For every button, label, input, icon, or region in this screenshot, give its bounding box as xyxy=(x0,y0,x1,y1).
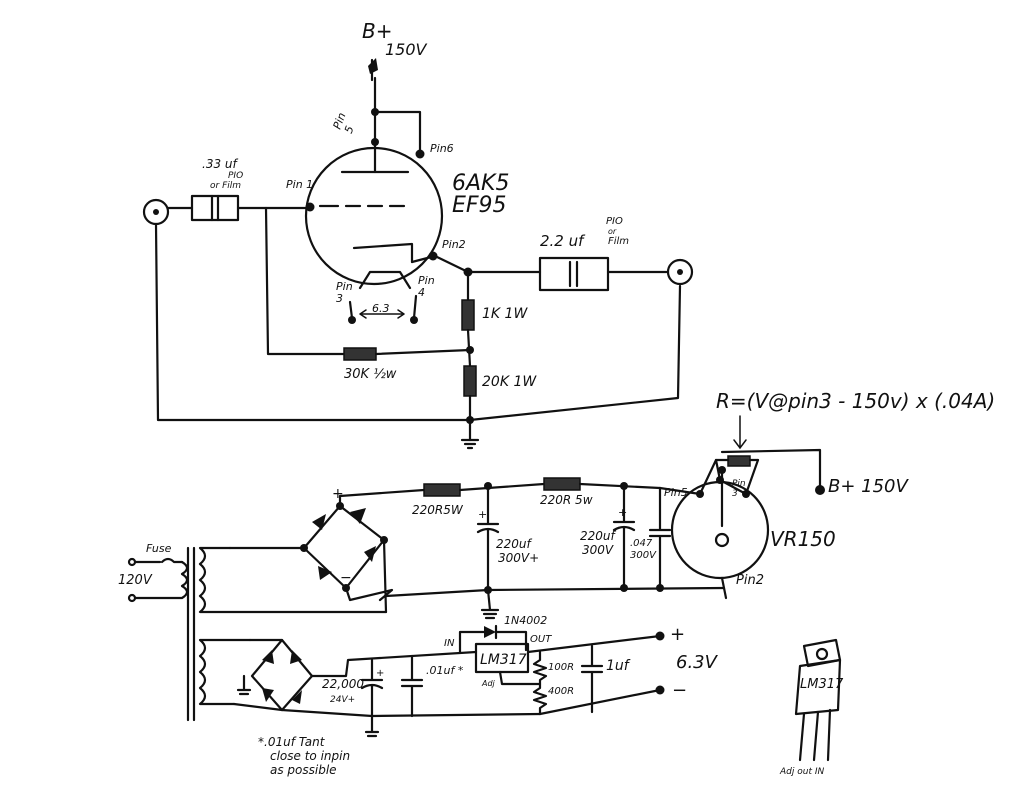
pin5-label: Pin5 xyxy=(331,111,360,135)
resistor-30k xyxy=(343,347,377,361)
hv-bridge-minus: − xyxy=(340,570,352,586)
output-coupling-capacitor xyxy=(538,256,610,292)
amp-bplus-voltage: 150V xyxy=(385,40,428,59)
output-cap xyxy=(580,644,604,714)
tant-note-2: close to inpin xyxy=(270,749,350,763)
dropping-resistor-formula: R=(V@pin3 - 150v) x (.04A) xyxy=(716,389,995,413)
r2-label: 220R 5w xyxy=(540,493,593,507)
r-top-label: 100R xyxy=(548,662,574,673)
resistor-1k xyxy=(461,299,475,331)
vr-pin2-label: Pin2 xyxy=(736,573,764,588)
filter-cap-2 xyxy=(612,484,636,590)
heater-voltage-label: 6.3 xyxy=(372,302,390,315)
cout-type2: or xyxy=(608,227,617,236)
diode-label: 1N4002 xyxy=(504,614,547,627)
r30k-label: 30K ½w xyxy=(344,367,397,382)
reservoir-cap xyxy=(360,658,384,718)
adj-label: Adj xyxy=(481,679,496,688)
c2-voltage: 300V xyxy=(582,543,614,557)
tant-note-3: as possible xyxy=(270,763,337,777)
tant-note-1: *.01uf Tant xyxy=(258,735,326,749)
tant-cap-value: .01uf * xyxy=(426,664,464,677)
vout-minus: − xyxy=(672,680,687,701)
resistor-220r-2 xyxy=(543,477,581,491)
r1-label: 220R5W xyxy=(412,503,464,517)
lv-bridge-rectifier xyxy=(250,638,314,712)
tantalum-cap xyxy=(400,654,424,718)
lm317-package-sketch: LM317 Adj out IN xyxy=(779,638,844,777)
tube-name-6ak5: 6AK5 xyxy=(452,171,509,196)
fuse-label: Fuse xyxy=(146,542,172,555)
tube-name-ef95: EF95 xyxy=(452,193,507,218)
dropping-resistor xyxy=(727,455,751,467)
cout-type3: Film xyxy=(608,236,629,247)
cin-type1: PIO xyxy=(228,171,243,181)
r20k-label: 20K 1W xyxy=(482,374,537,390)
reg-out-label: OUT xyxy=(530,634,552,645)
lm317-regulator xyxy=(474,642,530,674)
r-bot-label: 400R xyxy=(548,686,574,697)
supply-bplus-label: B+ 150V xyxy=(828,476,910,497)
c1-voltage: 300V+ xyxy=(498,551,539,565)
lm317-label: LM317 xyxy=(480,652,527,668)
reg-in-label: IN xyxy=(444,638,455,649)
out-cap-label: 1uf xyxy=(606,658,631,674)
c1-value: 220uf xyxy=(496,537,533,551)
r1k-label: 1K 1W xyxy=(482,306,528,322)
pin2-label: Pin2 xyxy=(442,238,466,251)
amp-bplus-label: B+ xyxy=(362,19,392,43)
hv-bridge-plus: + xyxy=(332,486,344,502)
filter-cap-1 xyxy=(476,484,500,592)
vr-pin5-label: Pin5 xyxy=(664,486,688,499)
vr150-label: VR150 xyxy=(770,527,836,551)
vout-label: 6.3V xyxy=(676,652,719,673)
c3-voltage: 300V xyxy=(630,550,657,561)
package-pins: Adj out IN xyxy=(779,767,824,777)
mains-voltage-label: 120V xyxy=(118,573,153,588)
hv-power-supply: R=(V@pin3 - 150v) x (.04A) Fuse 120V + − xyxy=(118,389,995,722)
svg-text:+: + xyxy=(618,506,627,519)
c2-value: 220uf xyxy=(580,529,617,543)
package-label: LM317 xyxy=(800,677,844,692)
heater-power-supply: + 22,000 24V+ .01uf * 1N4002 IN OUT LM31… xyxy=(198,614,719,777)
adjust-resistors xyxy=(532,650,548,716)
cin-value: .33 uf xyxy=(202,157,239,171)
reservoir-cap-voltage: 24V+ xyxy=(330,695,355,705)
vout-plus: + xyxy=(670,624,685,645)
resistor-20k xyxy=(463,365,477,397)
bypass-cap xyxy=(648,486,672,590)
reservoir-cap-value: 22,000 xyxy=(322,677,364,691)
pin1-label: Pin 1 xyxy=(286,178,313,191)
output-jack xyxy=(666,258,694,286)
pin6-label: Pin6 xyxy=(430,142,454,155)
transformer-core xyxy=(186,546,196,722)
c3-value: .047 xyxy=(630,538,653,549)
resistor-220r-1 xyxy=(423,483,461,497)
input-coupling-capacitor xyxy=(190,194,240,222)
svg-text:+: + xyxy=(376,668,384,679)
cin-type2: or Film xyxy=(210,181,241,191)
cout-value: 2.2 uf xyxy=(540,232,586,250)
svg-text:+: + xyxy=(478,508,487,521)
cout-type1: PIO xyxy=(606,216,623,227)
